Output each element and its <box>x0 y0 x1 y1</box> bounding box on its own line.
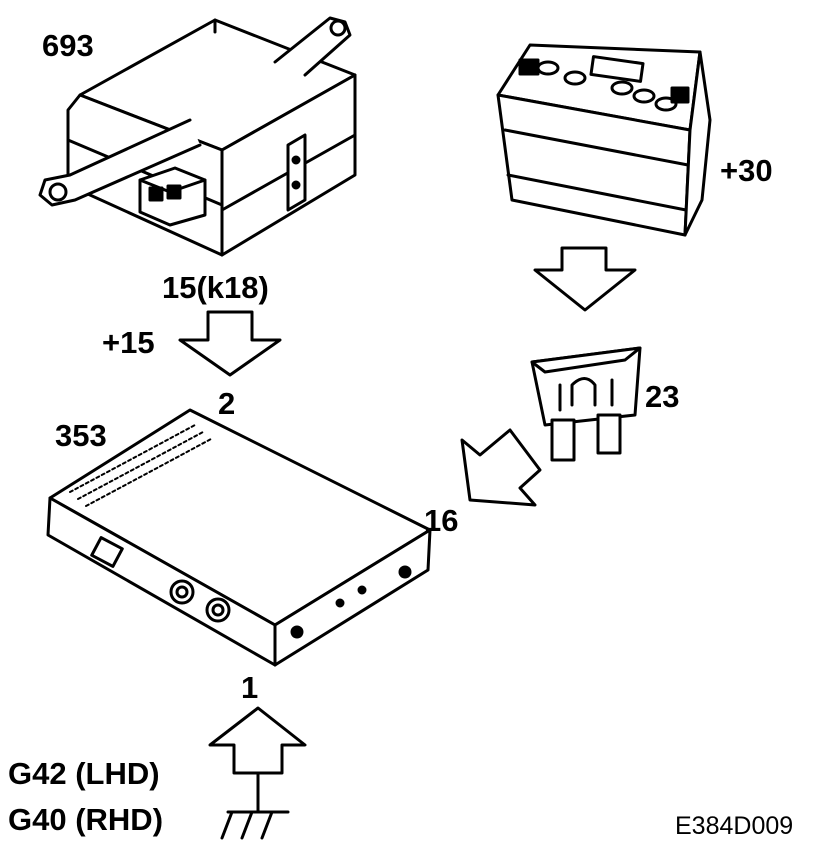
label-fuse: 23 <box>645 379 680 414</box>
label-ground-lhd: G42 (LHD) <box>8 756 160 791</box>
label-ground-rhd: G40 (RHD) <box>8 802 164 837</box>
ground-icon <box>220 771 290 840</box>
arrow-battery <box>533 246 637 312</box>
battery-icon <box>496 43 712 237</box>
label-ignition-switch: 693 <box>42 28 94 63</box>
label-pin-battery: 16 <box>424 503 459 538</box>
control-module-icon <box>46 408 432 667</box>
label-pin-ignition: 2 <box>218 386 236 421</box>
label-ignition-feed: +15 <box>102 325 155 360</box>
label-control-module: 353 <box>55 418 107 453</box>
arrow-ground <box>208 706 307 775</box>
figure-code: E384D009 <box>675 812 794 840</box>
fuse-icon <box>530 346 642 462</box>
arrow-fuse <box>460 428 542 507</box>
label-pin-ground: 1 <box>241 670 259 705</box>
label-battery: +30 <box>720 153 773 188</box>
arrow-ignition <box>178 310 282 377</box>
ignition-switch-icon <box>38 16 357 257</box>
label-ignition-source: 15(k18) <box>162 270 269 305</box>
